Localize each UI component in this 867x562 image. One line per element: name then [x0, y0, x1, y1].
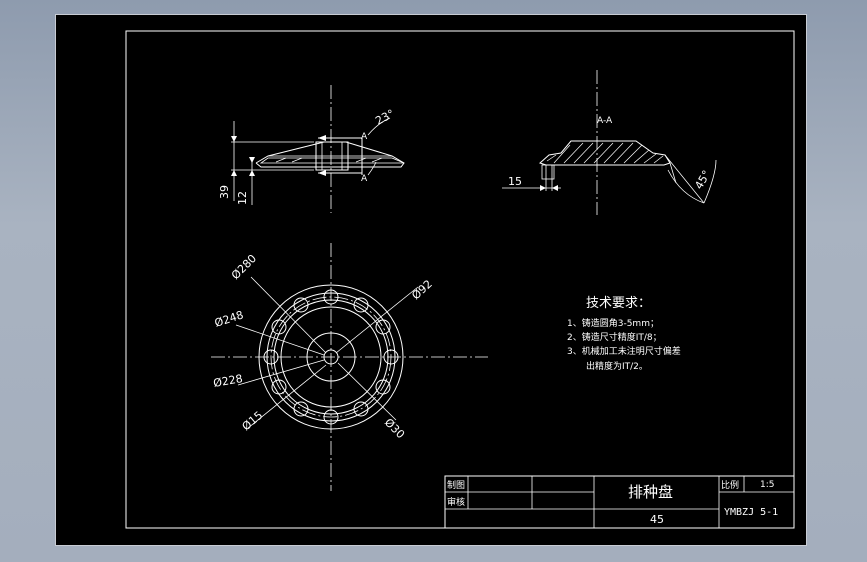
tech-req-heading: 技术要求： — [586, 296, 651, 311]
scale-value: 1:5 — [760, 480, 774, 490]
dim-width-section: 15 — [508, 175, 522, 188]
hub-outline — [315, 141, 349, 171]
checked-label: 审核 — [447, 496, 465, 508]
hub-circle — [306, 332, 356, 382]
section-profile — [539, 140, 671, 166]
tech-req-item-1: 1、铸造圆角3-5mm； — [567, 317, 659, 329]
dim-height-total: 39 — [218, 185, 231, 199]
tech-req-item-3: 3、机械加工未注明尺寸偏差 — [567, 345, 681, 357]
center-bore — [323, 349, 339, 365]
tech-req-item-4: 出精度为IT/2。 — [586, 360, 648, 372]
seed-holes — [263, 289, 399, 425]
dim-d280: Ø280 — [229, 252, 259, 282]
tech-req-item-2: 2、铸造尺寸精度IT/8； — [567, 331, 662, 343]
technical-requirements: 技术要求： 1、铸造圆角3-5mm； 2、铸造尺寸精度IT/8； 3、机械加工未… — [567, 296, 681, 372]
section-view: A-A 15 45° — [502, 70, 717, 215]
dim-d15: Ø15 — [240, 409, 266, 434]
title-block: 制图 审核 排种盘 45 比例 1:5 YMBZJ 5-1 — [444, 475, 795, 529]
dim-d92: Ø92 — [409, 277, 435, 302]
scale-label: 比例 — [721, 479, 739, 491]
section-label: A-A — [597, 116, 613, 126]
plan-view: Ø280 Ø248 Ø228 Ø15 Ø92 Ø30 — [211, 243, 488, 491]
dim-angle-side: 23° — [373, 107, 396, 128]
dim-d228: Ø228 — [212, 372, 243, 390]
cad-viewport[interactable]: A A 23° 39 12 A-A — [55, 14, 807, 546]
dim-height-hub: 12 — [236, 191, 249, 205]
drawing-number: YMBZJ 5-1 — [724, 507, 778, 518]
material: 45 — [650, 513, 664, 526]
section-marker-top: A — [361, 132, 368, 142]
section-marker-bottom: A — [361, 174, 368, 184]
outer-rim — [258, 284, 404, 430]
drawing-frame — [125, 30, 795, 529]
drawn-label: 制图 — [447, 479, 465, 491]
part-name: 排种盘 — [628, 483, 673, 501]
drawing-canvas: A A 23° 39 12 A-A — [125, 30, 795, 529]
side-view: A A 23° 39 12 — [218, 85, 405, 213]
dim-d30: Ø30 — [382, 416, 407, 441]
